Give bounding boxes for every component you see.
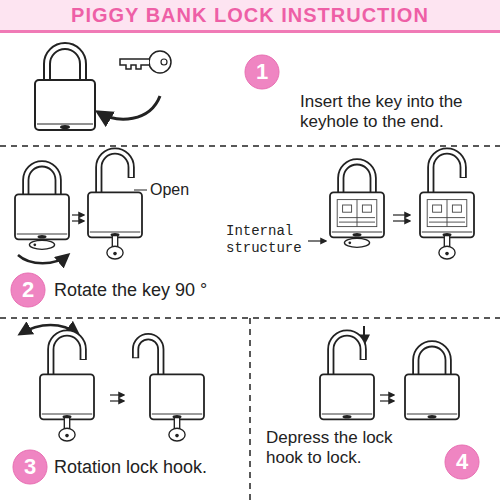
label-text: Open (150, 181, 189, 198)
step-number: 1 (244, 54, 280, 90)
step-instruction: Rotation lock hook. (54, 457, 244, 479)
step-number: 4 (444, 444, 480, 480)
step-number-circle: 3 (12, 449, 48, 485)
label-text: Rotate the key 90 ° (54, 280, 207, 300)
title-banner: PIGGY BANK LOCK INSTRUCTION (0, 0, 500, 33)
step-instruction: Insert the key into the keyhole to the e… (300, 92, 495, 133)
step-number: 2 (10, 272, 46, 308)
title-text: PIGGY BANK LOCK INSTRUCTION (71, 4, 429, 27)
callout-label: Internal structure (226, 223, 316, 257)
step-number-circle: 2 (10, 272, 46, 308)
step-number-circle: 1 (244, 54, 280, 90)
step-number: 3 (12, 449, 48, 485)
label-text: Rotation lock hook. (54, 457, 207, 477)
label-text: Insert the key into the keyhole to the e… (300, 92, 463, 131)
step-instruction: Rotate the key 90 ° (54, 280, 314, 302)
step-instruction: Depress the lock hook to lock. (266, 428, 434, 469)
label-text: Internal structure (226, 223, 302, 256)
label-text: Depress the lock hook to lock. (266, 428, 393, 467)
step-number-circle: 4 (444, 444, 480, 480)
callout-label: Open (150, 180, 210, 199)
